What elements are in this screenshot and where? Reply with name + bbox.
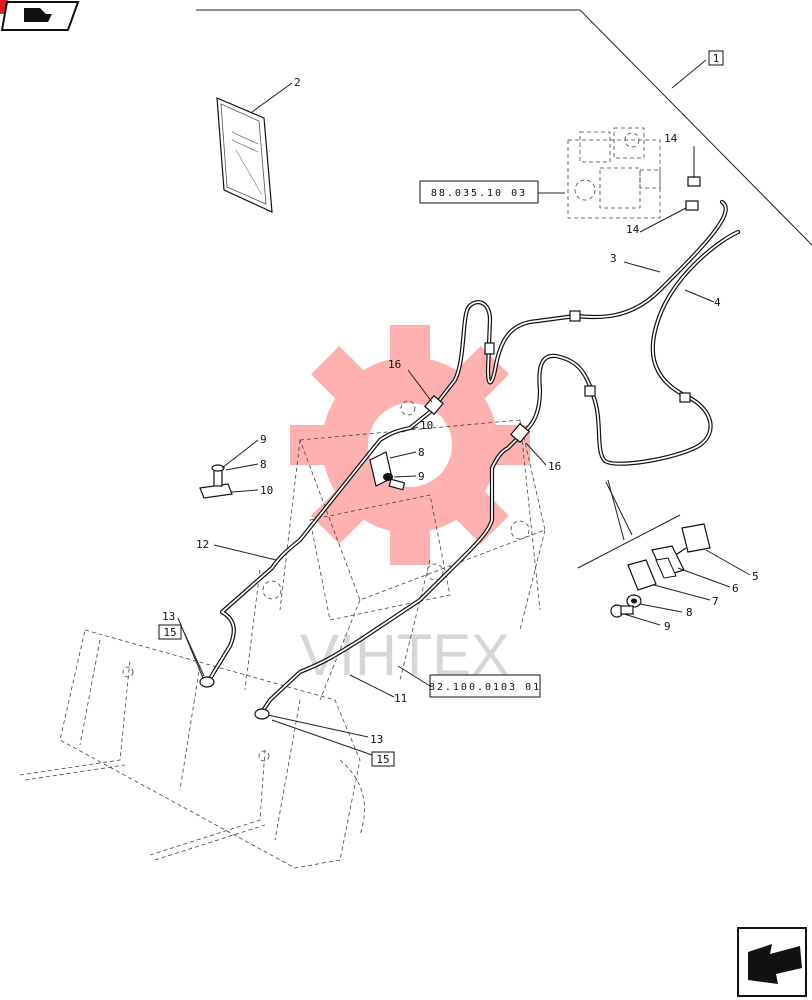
reference-loader-text: 82.100.0103 01 bbox=[429, 682, 541, 693]
loader-frame-outline bbox=[244, 400, 546, 701]
next-page-arrow-icon[interactable] bbox=[737, 927, 807, 997]
clamp-assembly-left bbox=[199, 464, 233, 499]
reference-loader[interactable]: 82.100.0103 01 bbox=[429, 674, 541, 698]
clamp-kit-block-6 bbox=[651, 545, 685, 579]
steel-pipe-12 bbox=[204, 409, 433, 687]
operator-manual bbox=[216, 97, 273, 213]
toc-nav-icon[interactable] bbox=[0, 0, 80, 31]
callout-15-bottom-box bbox=[371, 751, 395, 767]
watermark-gear-icon bbox=[290, 325, 530, 565]
leader-lines bbox=[177, 59, 751, 756]
pipe-cap-13-lower bbox=[254, 708, 270, 720]
clamp-kit-block-7 bbox=[627, 559, 657, 591]
callout-14-top: 14 bbox=[664, 132, 678, 145]
bucket-outline bbox=[19, 629, 365, 869]
coupling-16-left bbox=[424, 394, 444, 416]
callout-13-top: 13 bbox=[162, 610, 175, 623]
callout-2: 2 bbox=[294, 76, 301, 89]
callout-6: 6 bbox=[732, 582, 739, 595]
callout-15-bottom: 15 bbox=[376, 753, 389, 766]
callout-5: 5 bbox=[752, 570, 759, 583]
coupling-16-right bbox=[510, 422, 530, 444]
callout-4: 4 bbox=[714, 296, 721, 309]
callout-10-left: 10 bbox=[260, 484, 273, 497]
callout-14-bottom: 14 bbox=[626, 223, 640, 236]
hose-fittings bbox=[484, 310, 691, 403]
section-frame-lines bbox=[196, 9, 812, 569]
valve-adapter-lower bbox=[685, 200, 699, 211]
callout-15-top-box bbox=[158, 624, 182, 640]
hose-3 bbox=[435, 199, 728, 405]
pipe-cap-13-upper bbox=[199, 676, 215, 688]
callout-7: 7 bbox=[712, 595, 719, 608]
callout-15-top: 15 bbox=[163, 626, 176, 639]
callout-8-left: 8 bbox=[260, 458, 267, 471]
callout-13-bottom: 13 bbox=[370, 733, 383, 746]
callout-12: 12 bbox=[196, 538, 209, 551]
reference-valve[interactable]: 88.035.10 03 bbox=[419, 180, 539, 204]
control-valve-block bbox=[567, 127, 661, 219]
callout-1-box bbox=[708, 50, 724, 66]
clamp-assembly-mid bbox=[369, 451, 406, 491]
steel-pipe-11 bbox=[259, 429, 527, 715]
callout-9-kit: 9 bbox=[664, 620, 671, 633]
reference-valve-text: 88.035.10 03 bbox=[431, 188, 527, 199]
callout-8-mid: 8 bbox=[418, 446, 425, 459]
callout-9-left: 9 bbox=[260, 433, 267, 446]
clamp-kit-washer-8 bbox=[626, 594, 642, 608]
valve-adapter-upper bbox=[687, 176, 701, 187]
callout-16-top: 16 bbox=[388, 358, 401, 371]
callout-10-mid: 10 bbox=[420, 419, 433, 432]
clamp-kit-bolt-9 bbox=[610, 604, 634, 618]
callout-3: 3 bbox=[610, 252, 617, 265]
callout-11: 11 bbox=[394, 692, 407, 705]
callout-9-mid: 9 bbox=[418, 470, 425, 483]
callout-8-kit: 8 bbox=[686, 606, 693, 619]
callout-1: 1 bbox=[713, 52, 720, 65]
hose-4 bbox=[517, 229, 741, 466]
callout-16-right: 16 bbox=[548, 460, 561, 473]
